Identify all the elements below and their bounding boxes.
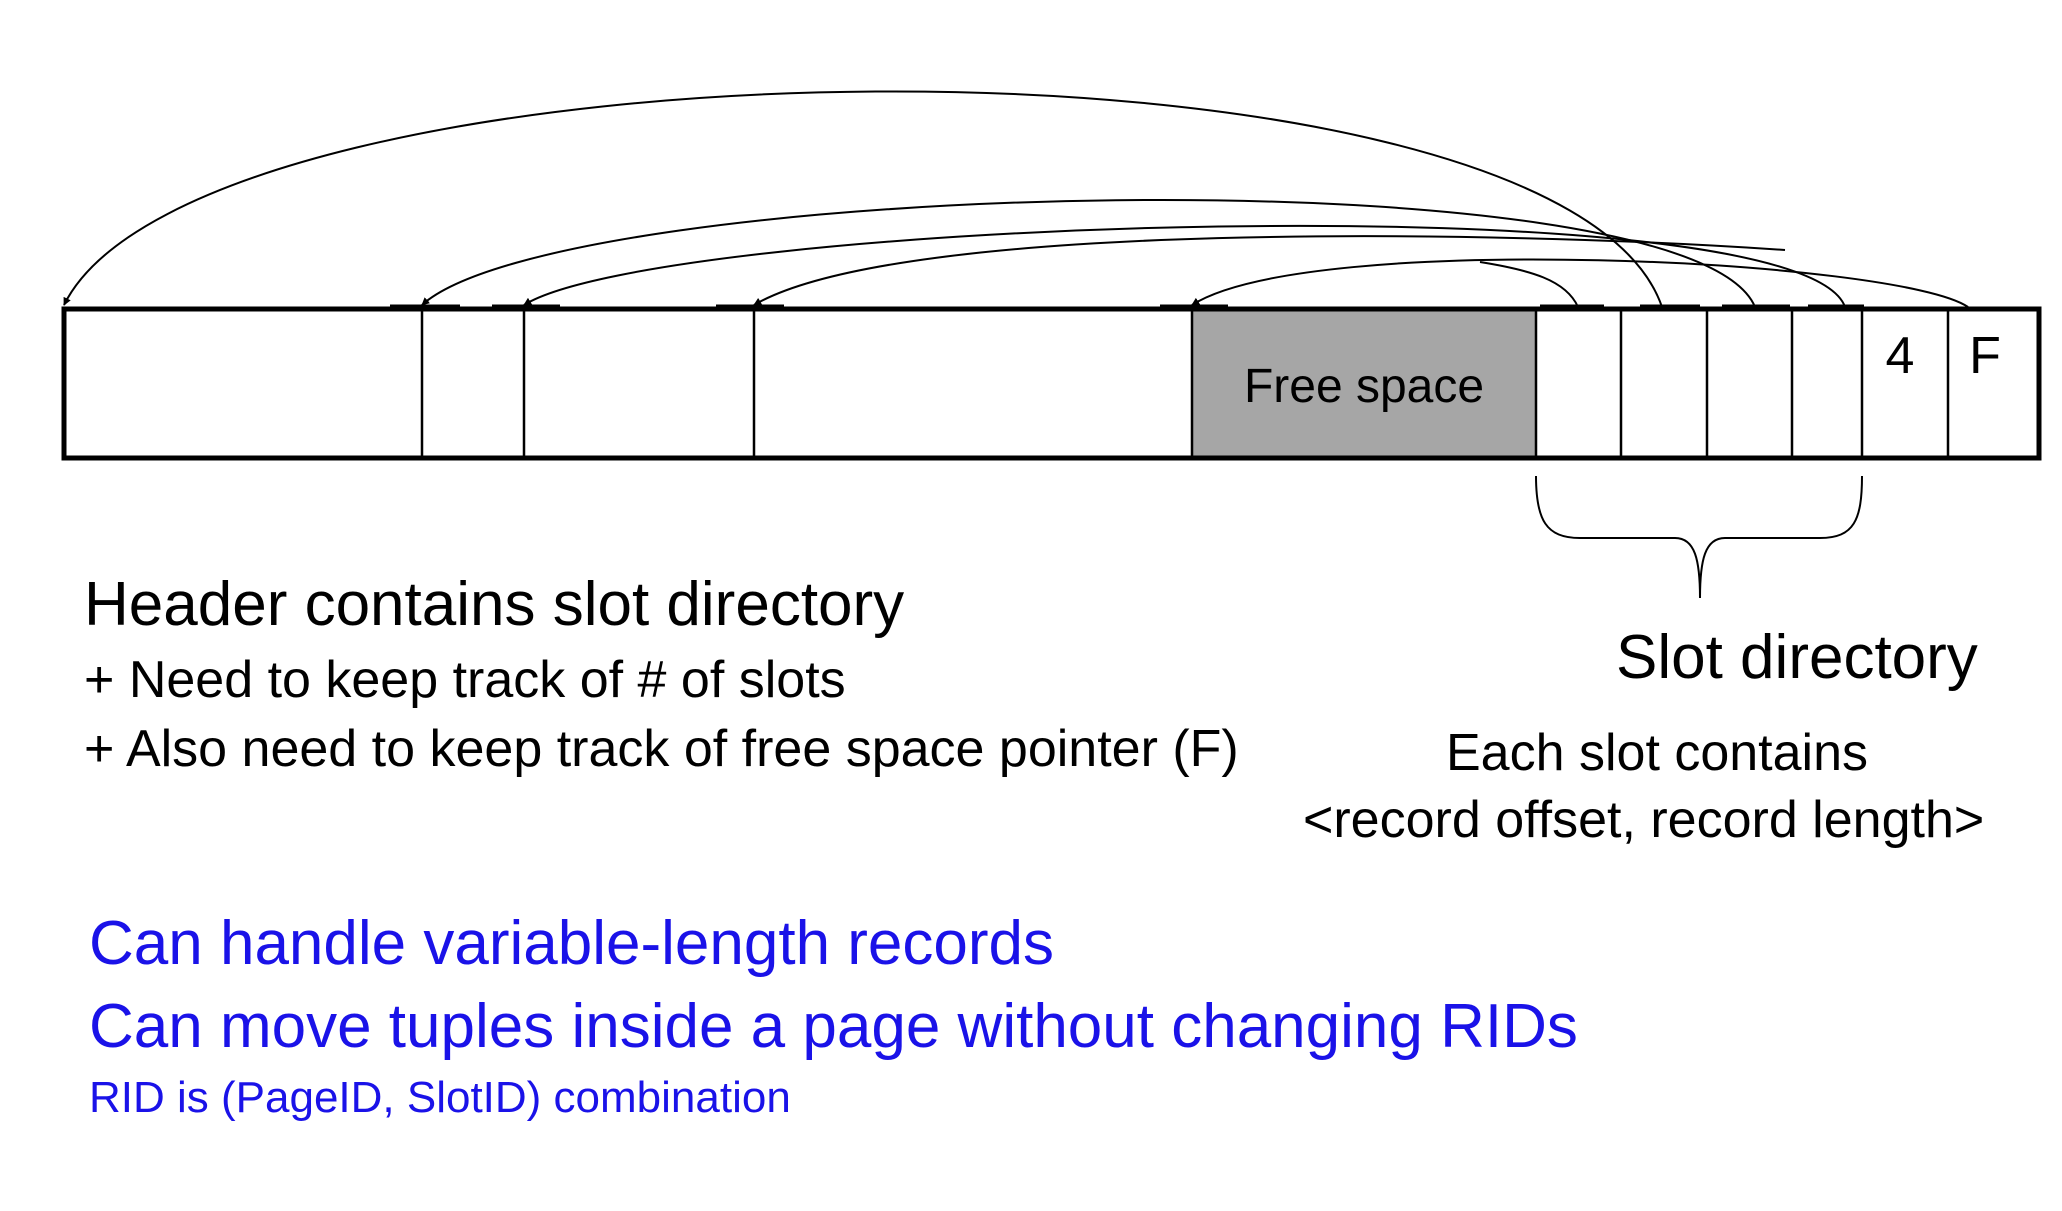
slot-directory-desc-line-2: <record offset, record length> <box>1303 791 1985 849</box>
slot-count-label: 4 <box>1886 327 1915 385</box>
page-outline <box>61 306 2042 461</box>
header-note-free-pointer: + Also need to keep track of free space … <box>84 720 1239 778</box>
free-space-region <box>1192 309 1536 458</box>
slot-pointer-arrow-3 <box>523 224 1846 308</box>
free-space-pointer-arrow <box>1191 258 1969 308</box>
slot-directory-title: Slot directory <box>1616 623 1978 692</box>
slot-directory-desc-line-1: Each slot contains <box>1446 724 1869 782</box>
slot-pointer-arrow-4 <box>753 235 1786 306</box>
slot-pointer-tail-1 <box>1479 261 1579 308</box>
header-note-slot-count: + Need to keep track of # of slots <box>84 651 846 709</box>
highlight-move-tuples: Can move tuples inside a page without ch… <box>89 992 1578 1061</box>
free-space-label: Free space <box>1244 360 1484 413</box>
header-notes-title: Header contains slot directory <box>84 570 905 639</box>
slot-pointer-arrow-1 <box>63 90 1663 308</box>
highlight-rid-definition: RID is (PageID, SlotID) combination <box>89 1073 791 1122</box>
free-pointer-label: F <box>1969 327 2001 385</box>
highlight-variable-length: Can handle variable-length records <box>89 909 1055 978</box>
slot-pointer-arrow-2 <box>421 199 1756 308</box>
slot-directory-brace <box>1535 475 1863 599</box>
